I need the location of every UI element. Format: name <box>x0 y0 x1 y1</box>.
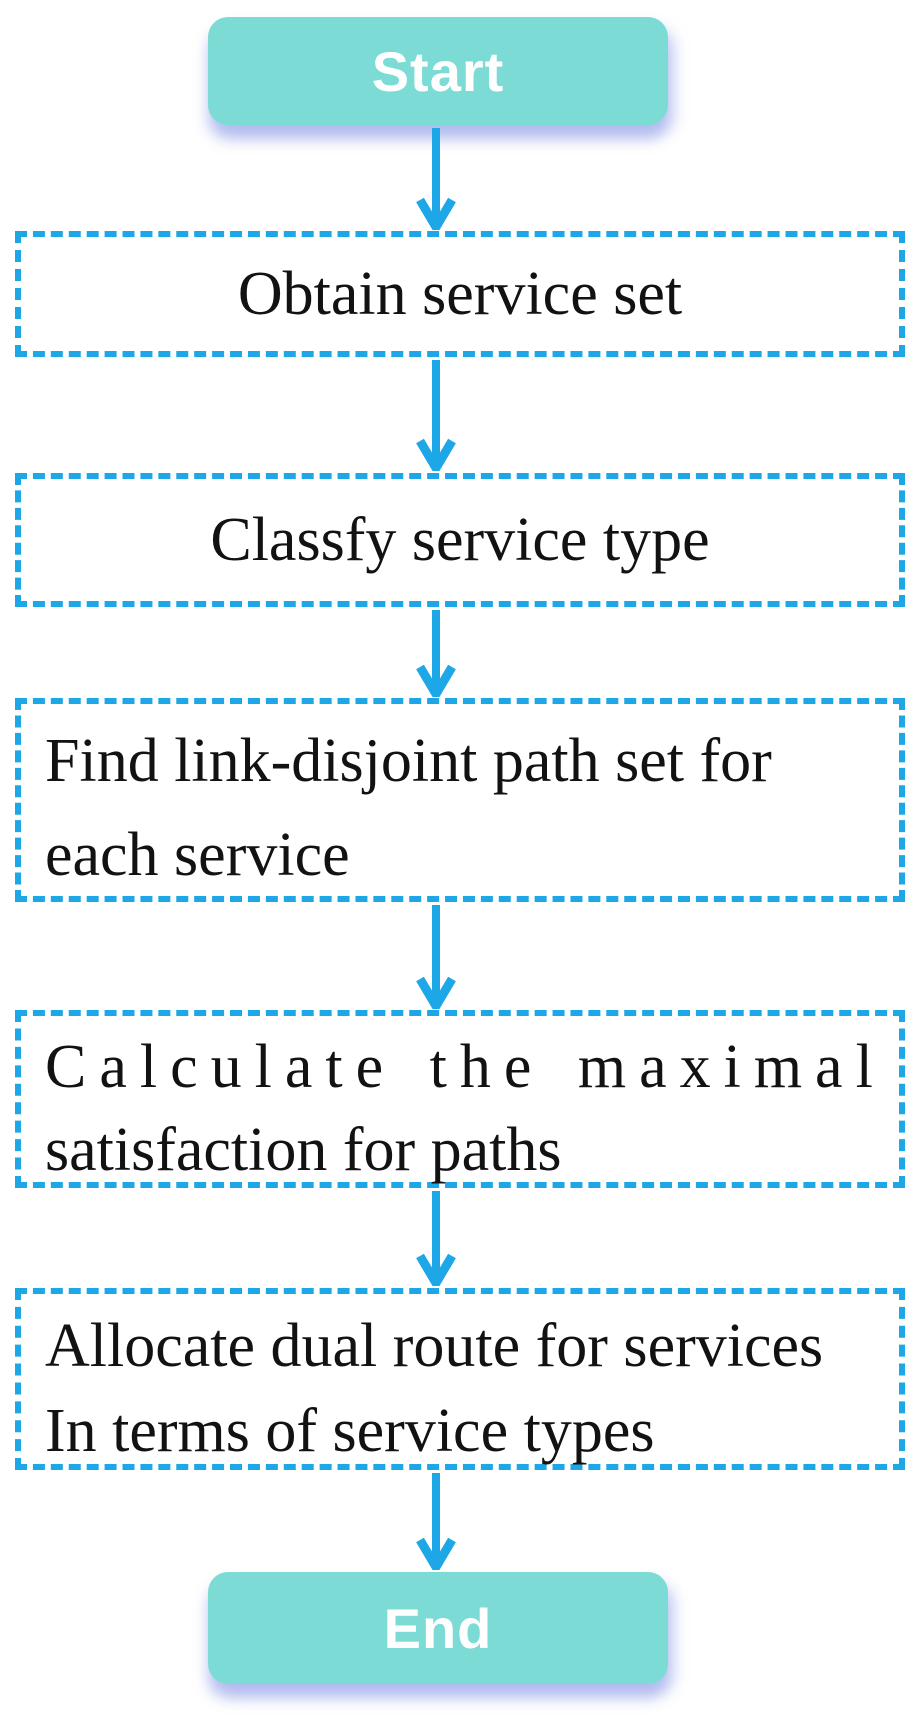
step-line: each service <box>45 821 350 889</box>
step-calculate-maximal-satisfaction: Calculate the maximal satisfaction for p… <box>15 1010 905 1188</box>
step-line: In terms of service types <box>45 1397 655 1465</box>
step-find-link-disjoint-path-set: Find link-disjoint path set for each ser… <box>15 698 905 902</box>
step-allocate-dual-route: Allocate dual route for services In term… <box>15 1288 905 1470</box>
arrow-down-icon <box>416 905 456 1009</box>
step-line: Calculate the maximal <box>45 1033 886 1101</box>
arrow-down-icon <box>416 1191 456 1286</box>
start-node-label: Start <box>371 39 505 103</box>
arrow-down-icon <box>416 128 456 230</box>
step-line: satisfaction for paths <box>45 1116 562 1184</box>
step-classify-service-type: Classfy service type <box>15 473 905 607</box>
end-node: End <box>208 1572 668 1684</box>
arrow-down-icon <box>416 610 456 697</box>
step-line: Classfy service type <box>210 506 710 574</box>
end-node-label: End <box>383 1596 493 1660</box>
arrow-down-icon <box>416 360 456 471</box>
step-line: Allocate dual route for services <box>45 1312 824 1380</box>
step-obtain-service-set: Obtain service set <box>15 231 905 357</box>
start-node: Start <box>208 17 668 125</box>
arrow-down-icon <box>416 1473 456 1570</box>
step-line: Find link-disjoint path set for <box>45 727 772 795</box>
step-line: Obtain service set <box>237 260 683 328</box>
